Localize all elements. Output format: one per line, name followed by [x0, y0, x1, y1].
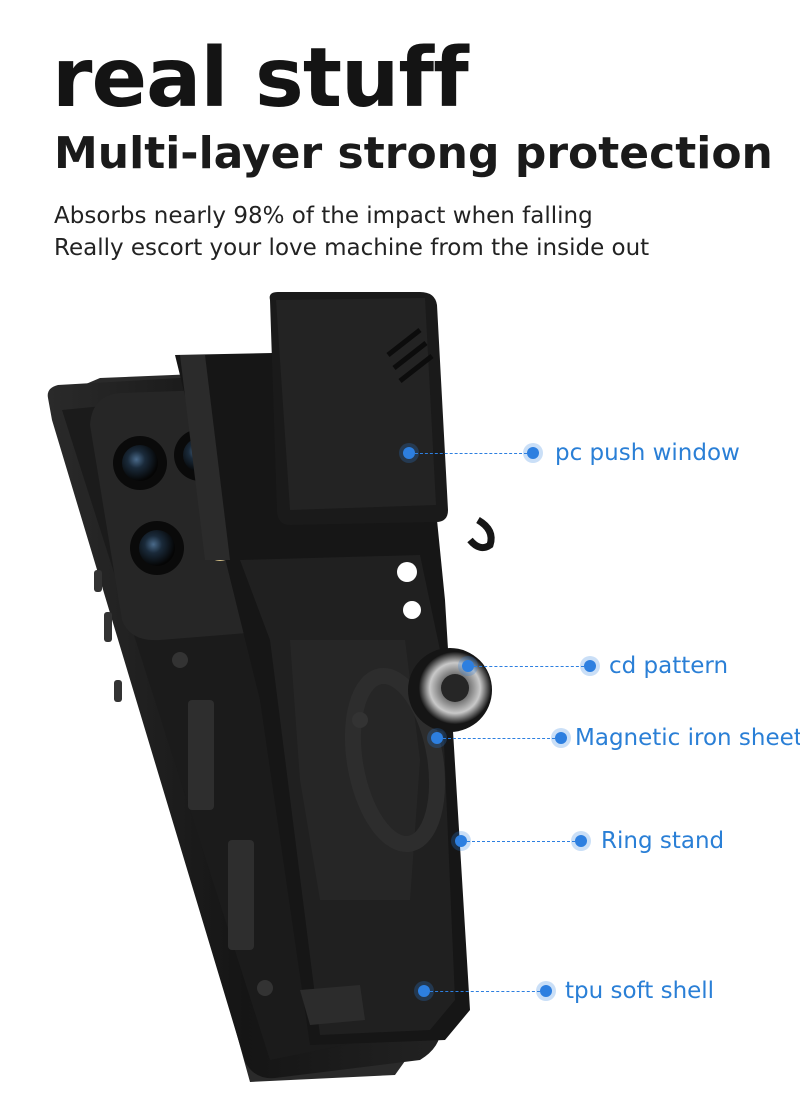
callout-dot	[540, 985, 552, 997]
callout-dot	[418, 985, 430, 997]
callout-dot	[575, 835, 587, 847]
callout-dot	[403, 447, 415, 459]
description-line-2: Really escort your love machine from the…	[54, 235, 650, 261]
callout-dot	[555, 732, 567, 744]
callout-dot	[527, 447, 539, 459]
push-window-graphic	[269, 292, 495, 552]
headline: real stuff	[52, 31, 469, 126]
callout-dot	[431, 732, 443, 744]
callout-label: Ring stand	[601, 828, 725, 854]
callout-line	[430, 991, 540, 992]
callout-dot	[584, 660, 596, 672]
callout-line	[443, 738, 555, 739]
callout-label: tpu soft shell	[565, 978, 715, 1004]
description-line-1: Absorbs nearly 98% of the impact when fa…	[54, 203, 593, 229]
callout-line	[415, 453, 527, 454]
callout-ring-stand: Ring stand	[0, 826, 800, 856]
callout-pc-push-window: pc push window	[0, 438, 800, 468]
callout-dot	[462, 660, 474, 672]
callout-dot	[455, 835, 467, 847]
callout-label: Magnetic iron sheet	[575, 725, 800, 751]
callout-cd-pattern: cd pattern	[0, 651, 800, 681]
callout-line	[474, 666, 584, 667]
subheadline: Multi-layer strong protection	[54, 128, 773, 179]
callout-label: pc push window	[555, 440, 740, 466]
callout-line	[467, 841, 575, 842]
callout-tpu-soft-shell: tpu soft shell	[0, 976, 800, 1006]
callout-magnetic-iron-sheet: Magnetic iron sheet	[0, 723, 800, 753]
callout-label: cd pattern	[609, 653, 729, 679]
